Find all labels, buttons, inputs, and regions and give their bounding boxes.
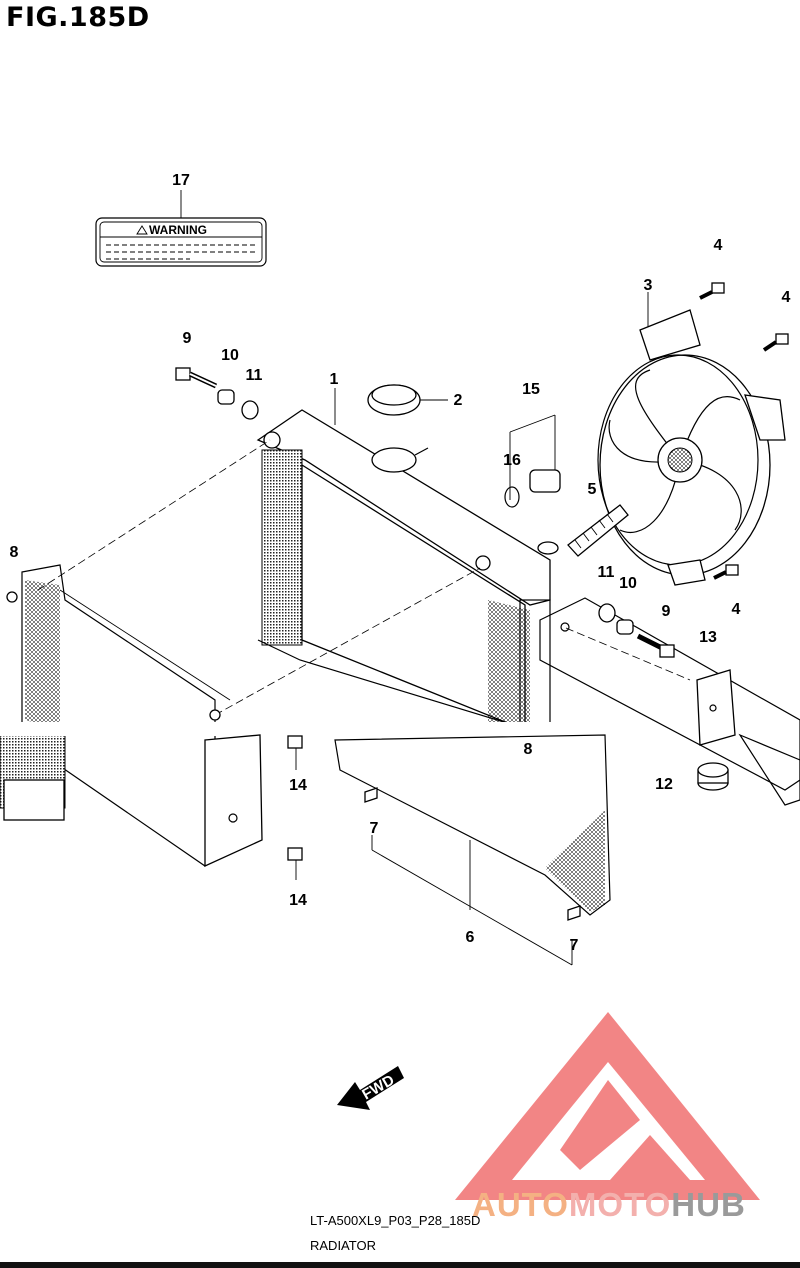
lower-shroud (334, 734, 611, 966)
watermark-hub: HUB (671, 1186, 746, 1223)
bottom-bar (0, 1262, 800, 1268)
callout-number: 14 (289, 892, 307, 909)
lower-left-panel (204, 734, 263, 868)
radiator-cap (367, 384, 429, 473)
callout-number: 4 (782, 289, 791, 306)
callout-number: 7 (370, 820, 379, 837)
right-bracket (539, 597, 800, 806)
radiator-core (256, 409, 551, 731)
callout-number: 9 (183, 330, 192, 347)
bolt-9-upper (175, 367, 218, 389)
callout-number: 12 (655, 776, 673, 793)
callout-number: 10 (221, 347, 239, 364)
damper-12 (697, 762, 729, 791)
watermark-auto: AUTO (472, 1186, 569, 1223)
callout-number: 2 (454, 392, 463, 409)
callout-number: 16 (503, 452, 521, 469)
callout-number: 6 (466, 929, 475, 946)
cooling-fan (597, 309, 786, 586)
callout-number: 5 (588, 481, 597, 498)
warning-label (95, 190, 267, 267)
grommet-11-upper (241, 400, 259, 420)
watermark-logo (455, 1012, 760, 1200)
callout-number: 3 (644, 277, 653, 294)
callout-number: 13 (699, 629, 717, 646)
callout-number: 15 (522, 381, 540, 398)
radiator-outlet (537, 541, 559, 555)
diagram-code: LT-A500XL9_P03_P28_185D (310, 1213, 481, 1228)
callout-number: 8 (524, 741, 533, 758)
callout-number: 8 (10, 544, 19, 561)
callout-number: 14 (289, 777, 307, 794)
left-side-panel (0, 564, 216, 867)
clips-7 (364, 787, 581, 921)
hose-5 (567, 504, 629, 557)
collar-10-upper (217, 389, 235, 405)
screws-8 (6, 591, 221, 721)
watermark-text: AUTOMOTOHUB (472, 1186, 746, 1223)
callout-number: 9 (662, 603, 671, 620)
collar-10-lower (616, 619, 634, 635)
callout-number: 10 (619, 575, 637, 592)
bolts-4 (699, 282, 789, 580)
bolts-14 (287, 735, 303, 861)
callout-number: 7 (570, 937, 579, 954)
fwd-arrow (337, 1066, 404, 1110)
callout-number: 4 (732, 601, 741, 618)
band (0, 722, 800, 736)
callout-number: 4 (714, 237, 723, 254)
bolt-9-lower (636, 633, 675, 658)
callout-number: 17 (172, 172, 190, 189)
sensor-16 (504, 469, 561, 508)
watermark-moto: MOTO (569, 1186, 671, 1223)
callout-number: 11 (246, 367, 263, 384)
leader-lines (37, 292, 691, 880)
diagram-description: RADIATOR (310, 1238, 376, 1253)
callout-number: 1 (330, 371, 339, 388)
grommet-11-lower (598, 603, 616, 623)
warning-label-text: WARNING (149, 223, 207, 237)
callout-number: 11 (598, 564, 615, 581)
figure-title: FIG.185D (6, 2, 150, 33)
